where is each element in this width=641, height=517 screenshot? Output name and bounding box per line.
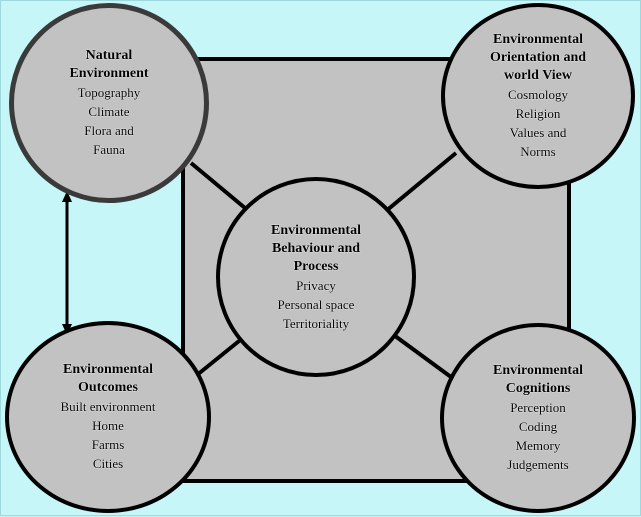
connector-center-to-outcomes (195, 335, 246, 377)
node-item: Cities (92, 456, 124, 471)
node-item: Religion (515, 106, 561, 121)
node-item: Topography (77, 85, 141, 100)
title-line: Orientation and (489, 50, 587, 65)
title-line: Environmental (271, 222, 361, 238)
connector-center-to-orientation (384, 151, 458, 213)
node-item: Coding (518, 419, 558, 434)
feedback-arrowhead-up (62, 191, 72, 202)
node-title: Natural Environment (69, 47, 148, 83)
node-environmental-behaviour: Environmental Behaviour and Process Priv… (216, 177, 416, 377)
node-item: Norms (520, 144, 556, 159)
connector-center-to-natural (189, 161, 253, 215)
node-item: Personal space (277, 296, 355, 312)
node-item: Built environment (60, 399, 156, 414)
title-line: Environment (69, 66, 149, 81)
node-item-list: Cosmology Religion Values and Norms (508, 85, 568, 161)
node-item: Cosmology (508, 87, 568, 102)
title-line: Environmental (493, 363, 583, 378)
node-title: Environmental Orientation and world View (490, 31, 586, 85)
node-environmental-cognitions: Environmental Cognitions Perception Codi… (440, 323, 636, 513)
node-item: Home (92, 418, 124, 433)
node-item: Judgements (507, 457, 569, 472)
node-item: Climate (88, 104, 130, 119)
title-line: Cognitions (505, 381, 571, 396)
node-environmental-orientation: Environmental Orientation and world View… (441, 3, 635, 189)
node-title: Environmental Behaviour and Process (271, 222, 361, 276)
node-item: Fauna (93, 142, 125, 157)
node-item: Flora and (84, 123, 134, 138)
node-item-list: Built environment Home Farms Cities (61, 397, 156, 473)
title-line: Process (293, 258, 339, 274)
node-item: Farms (91, 437, 125, 452)
node-item: Territoriality (282, 315, 350, 331)
node-item: Privacy (296, 277, 336, 293)
title-line: Environmental (63, 362, 153, 377)
node-item-list: Perception Coding Memory Judgements (507, 398, 568, 474)
node-item: Values and (509, 125, 567, 140)
title-line: Behaviour and (271, 240, 361, 256)
node-item-list: Privacy Personal space Territoriality (278, 276, 355, 333)
node-item-list: Topography Climate Flora and Fauna (78, 83, 141, 159)
node-item: Perception (510, 400, 566, 415)
title-line: world View (503, 68, 573, 83)
node-title: Environmental Outcomes (63, 361, 153, 397)
node-title: Environmental Cognitions (493, 362, 583, 398)
node-item: Memory (515, 438, 561, 453)
node-environmental-outcomes: Environmental Outcomes Built environment… (5, 321, 211, 513)
connector-center-to-cognitions (389, 331, 453, 379)
title-line: Environmental (493, 32, 583, 47)
title-line: Outcomes (78, 380, 138, 395)
title-line: Natural (85, 48, 133, 63)
node-natural-environment: Natural Environment Topography Climate F… (9, 3, 209, 203)
